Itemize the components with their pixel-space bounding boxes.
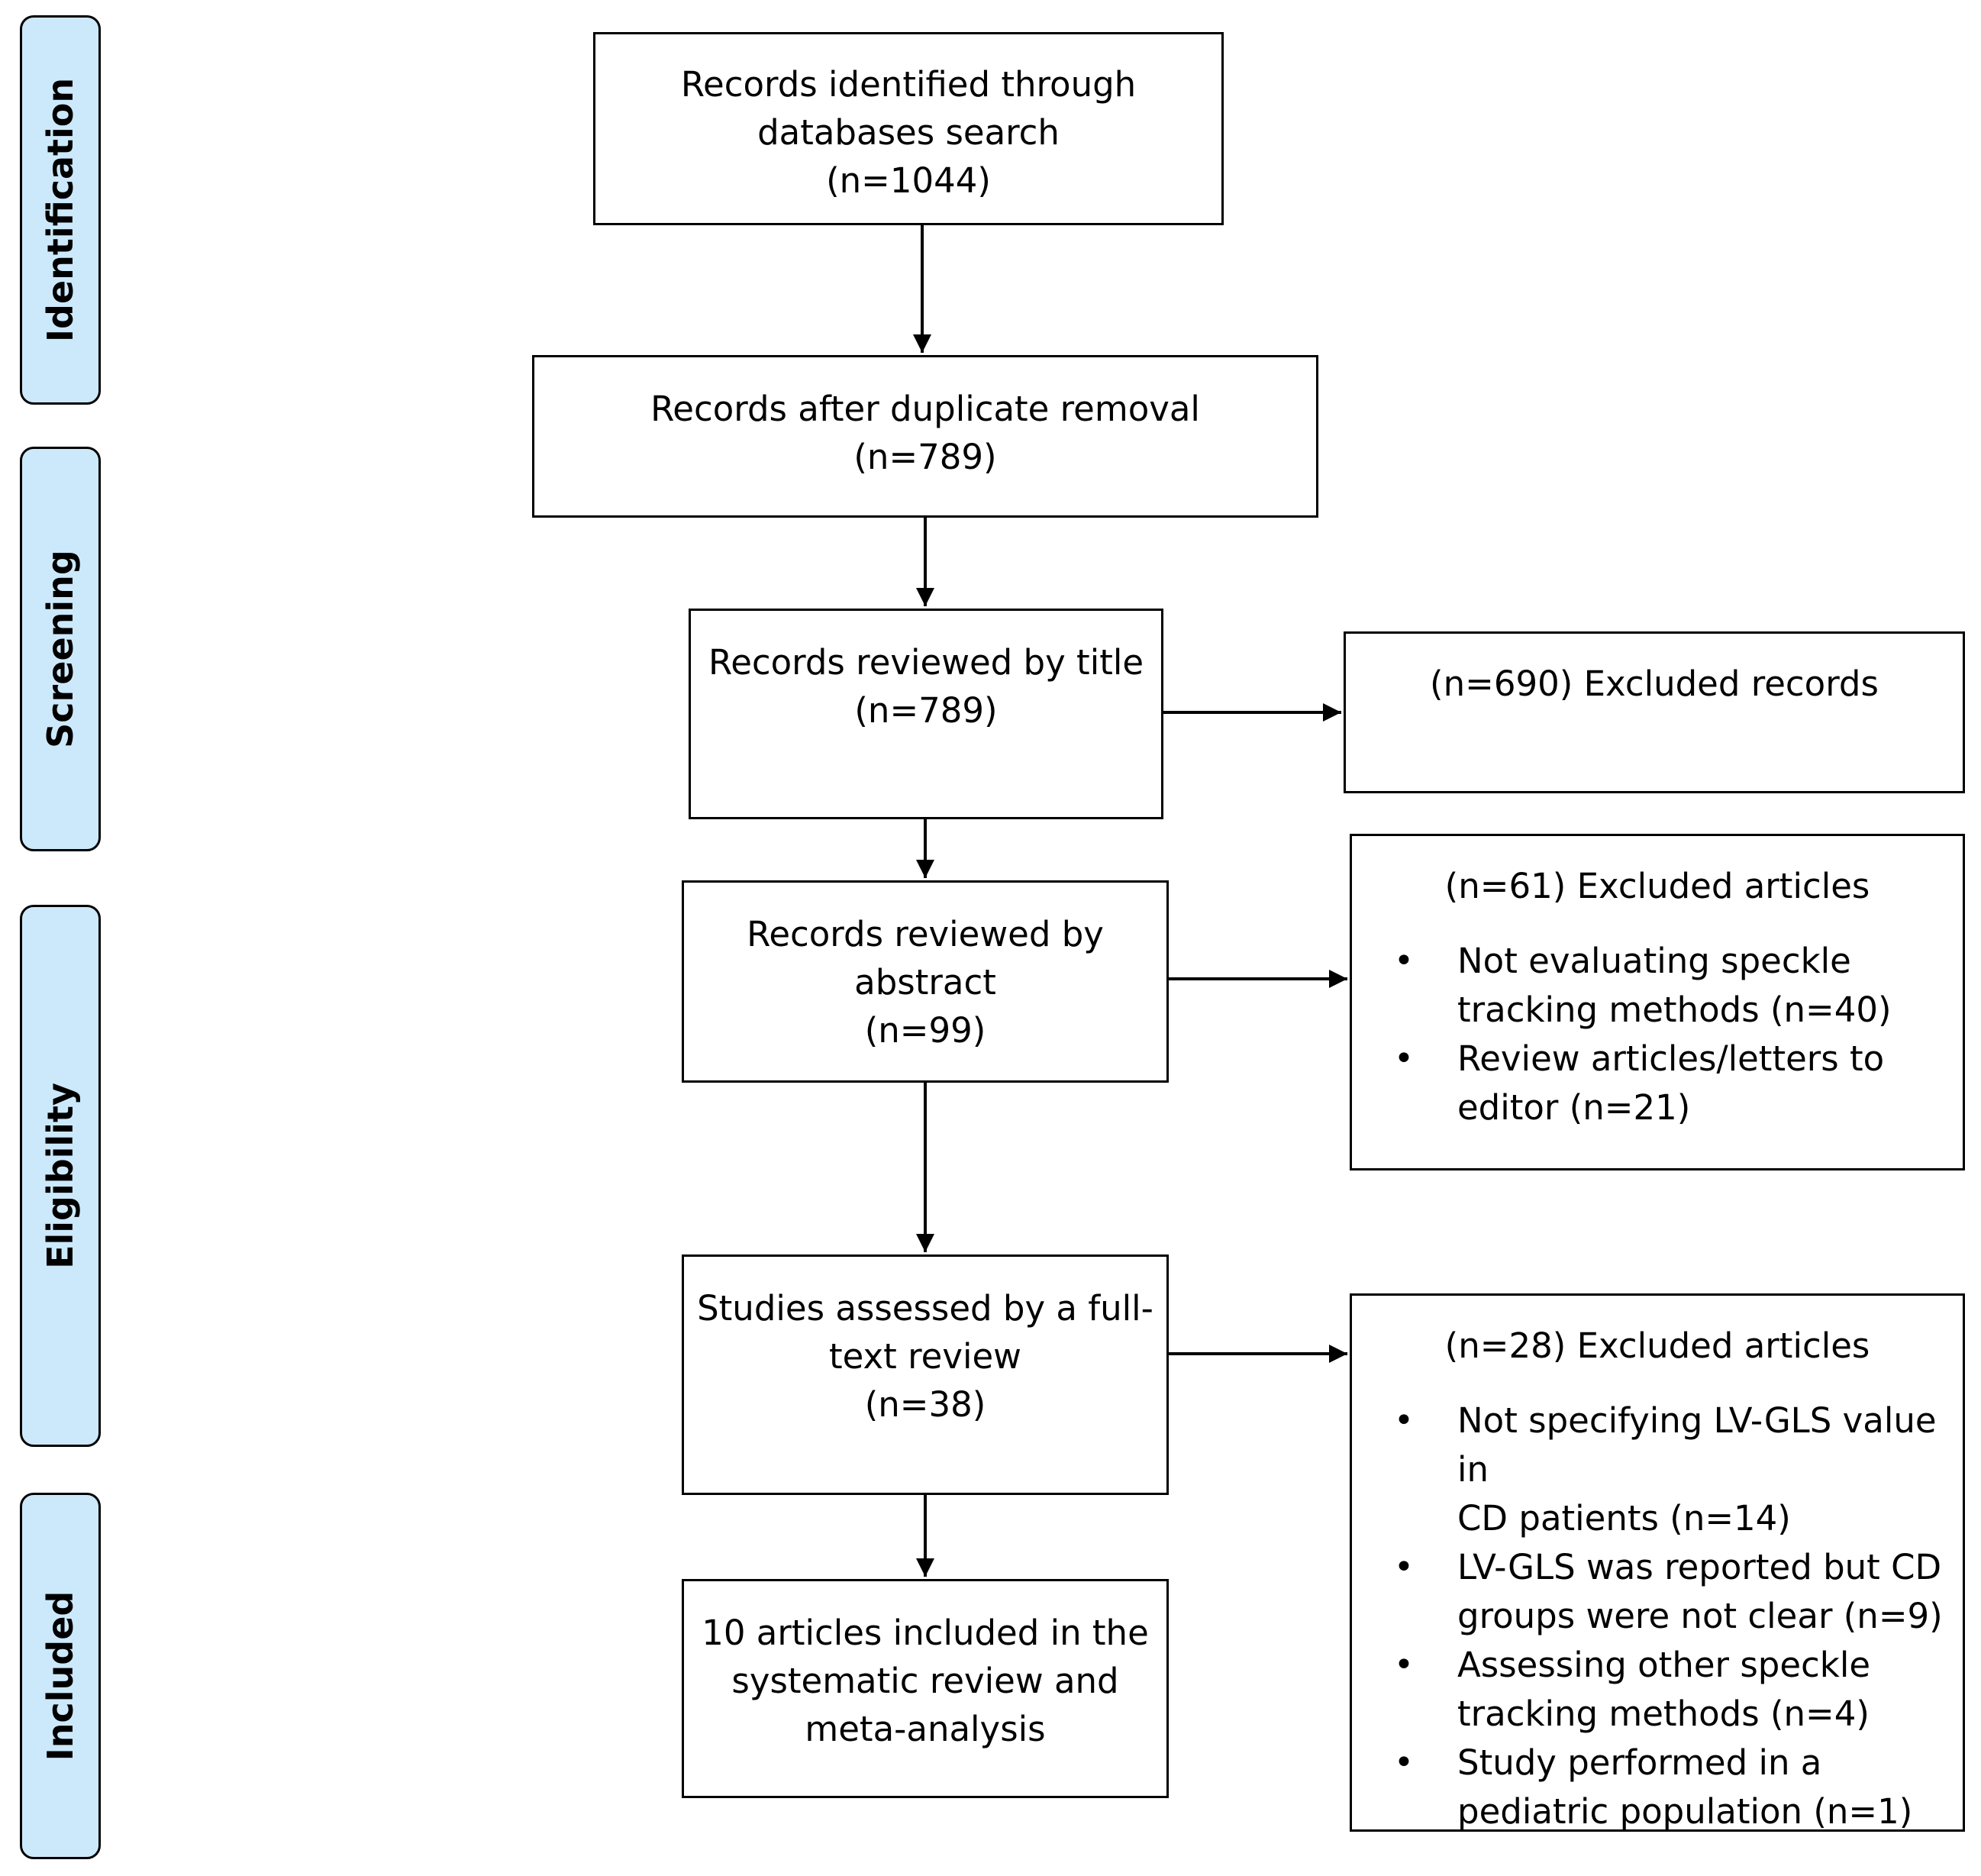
fulltext-review-box: Studies assessed by a full- text review … bbox=[682, 1254, 1169, 1495]
title-review-line-2: (n=789) bbox=[854, 690, 998, 731]
abstract-review-box: Records reviewed by abstract (n=99) bbox=[682, 880, 1169, 1083]
included-line-3: meta-analysis bbox=[805, 1709, 1046, 1749]
fulltext-ex-2-line-2: groups were not clear (n=9) bbox=[1457, 1596, 1943, 1636]
dedup-records-box: Records after duplicate removal (n=789) bbox=[532, 355, 1318, 518]
list-item: Not specifying LV-GLS value in CD patien… bbox=[1352, 1397, 1963, 1543]
fulltext-ex-4-line-2: pediatric population (n=1) bbox=[1457, 1791, 1913, 1832]
abstract-review-line-3: (n=99) bbox=[864, 1010, 986, 1051]
abstract-exclusion-heading: (n=61) Excluded articles bbox=[1444, 866, 1870, 906]
title-exclusion-box: (n=690) Excluded records bbox=[1344, 631, 1965, 793]
fulltext-exclusion-list: Not specifying LV-GLS value in CD patien… bbox=[1352, 1397, 1963, 1836]
list-item: LV-GLS was reported but CD groups were n… bbox=[1352, 1543, 1963, 1641]
list-item: Study performed in a pediatric populatio… bbox=[1352, 1739, 1963, 1836]
title-exclusion-heading: (n=690) Excluded records bbox=[1430, 664, 1879, 704]
title-review-box: Records reviewed by title (n=789) bbox=[689, 609, 1163, 819]
fulltext-exclusion-heading: (n=28) Excluded articles bbox=[1444, 1325, 1870, 1366]
fulltext-ex-4-line-1: Study performed in a bbox=[1457, 1742, 1822, 1783]
fulltext-line-3: (n=38) bbox=[864, 1384, 986, 1425]
fulltext-line-1: Studies assessed by a full- bbox=[697, 1288, 1153, 1329]
abstract-ex-1-line-1: Not evaluating speckle bbox=[1457, 941, 1851, 981]
dedup-line-1: Records after duplicate removal bbox=[650, 389, 1200, 429]
included-box: 10 articles included in the systematic r… bbox=[682, 1579, 1169, 1798]
fulltext-ex-3-line-1: Assessing other speckle bbox=[1457, 1645, 1871, 1685]
included-line-1: 10 articles included in the bbox=[702, 1613, 1149, 1653]
stage-tab-eligibility: Eligibility bbox=[20, 905, 101, 1447]
stage-tab-screening: Screening bbox=[20, 447, 101, 851]
fulltext-ex-2-line-1: LV-GLS was reported but CD bbox=[1457, 1547, 1942, 1587]
list-item: Not evaluating speckle tracking methods … bbox=[1352, 937, 1963, 1035]
identified-records-box: Records identified through databases sea… bbox=[593, 32, 1224, 225]
dedup-line-2: (n=789) bbox=[853, 437, 997, 477]
abstract-review-line-2: abstract bbox=[854, 962, 996, 1003]
fulltext-line-2: text review bbox=[829, 1336, 1021, 1377]
fulltext-exclusion-box: (n=28) Excluded articles Not specifying … bbox=[1350, 1293, 1965, 1832]
list-item: Review articles/letters to editor (n=21) bbox=[1352, 1035, 1963, 1132]
identified-line-3: (n=1044) bbox=[826, 160, 991, 201]
identified-line-1: Records identified through bbox=[680, 64, 1137, 105]
abstract-exclusion-list: Not evaluating speckle tracking methods … bbox=[1352, 937, 1963, 1132]
abstract-ex-2-line-1: Review articles/letters to bbox=[1457, 1038, 1885, 1079]
included-line-2: systematic review and bbox=[731, 1661, 1119, 1701]
fulltext-ex-3-line-2: tracking methods (n=4) bbox=[1457, 1694, 1870, 1734]
fulltext-ex-1-line-1: Not specifying LV-GLS value in bbox=[1457, 1400, 1937, 1490]
title-review-line-1: Records reviewed by title bbox=[708, 642, 1144, 683]
fulltext-ex-1-line-2: CD patients (n=14) bbox=[1457, 1498, 1791, 1539]
abstract-exclusion-box: (n=61) Excluded articles Not evaluating … bbox=[1350, 834, 1965, 1170]
stage-tab-identification: Identification bbox=[20, 15, 101, 405]
list-item: Assessing other speckle tracking methods… bbox=[1352, 1641, 1963, 1739]
abstract-ex-2-line-2: editor (n=21) bbox=[1457, 1087, 1691, 1128]
stage-tab-included: Included bbox=[20, 1493, 101, 1859]
abstract-review-line-1: Records reviewed by bbox=[747, 914, 1104, 954]
identified-line-2: databases search bbox=[757, 112, 1060, 153]
abstract-ex-1-line-2: tracking methods (n=40) bbox=[1457, 990, 1892, 1030]
